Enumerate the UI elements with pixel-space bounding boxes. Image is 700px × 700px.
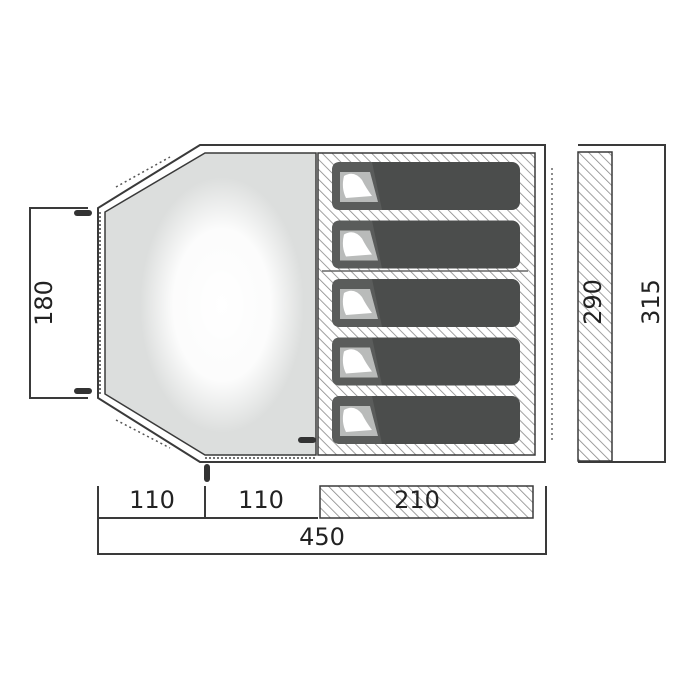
sleeping-bag-icon (332, 279, 520, 327)
sleeping-bag-icon (332, 396, 520, 444)
living-area-highlight (140, 177, 304, 433)
total-length-bracket (97, 486, 547, 555)
sleeping-bag-icon (332, 220, 520, 269)
zipper-pull-icon (204, 464, 210, 482)
zipper-pull-icon (298, 437, 316, 443)
zipper-pull-icon (74, 210, 92, 216)
dim-label-living-depth: 110 (238, 486, 284, 514)
dim-label-bedroom-depth: 210 (394, 486, 440, 514)
zipper-pull-icon (74, 388, 92, 394)
left-width-bracket (29, 207, 88, 399)
dim-label-total-length: 450 (299, 523, 345, 551)
bedroom-depth-bar (319, 485, 534, 519)
bedroom-width-bar (577, 151, 613, 462)
dim-label-bedroom-width: 290 (579, 279, 607, 325)
outer-tent-outline (97, 144, 546, 463)
dim-label-width-left: 180 (30, 280, 58, 326)
sleeping-bag-icon (332, 162, 520, 210)
canopy-dots-bottom (115, 419, 171, 449)
sleeping-bag-icon (332, 337, 520, 386)
total-width-bracket (578, 144, 666, 463)
sleeping-berths (332, 162, 520, 444)
dim-label-vestibule-depth: 110 (129, 486, 175, 514)
canopy-dots-top (115, 156, 171, 188)
dim-label-total-width: 315 (637, 279, 665, 325)
